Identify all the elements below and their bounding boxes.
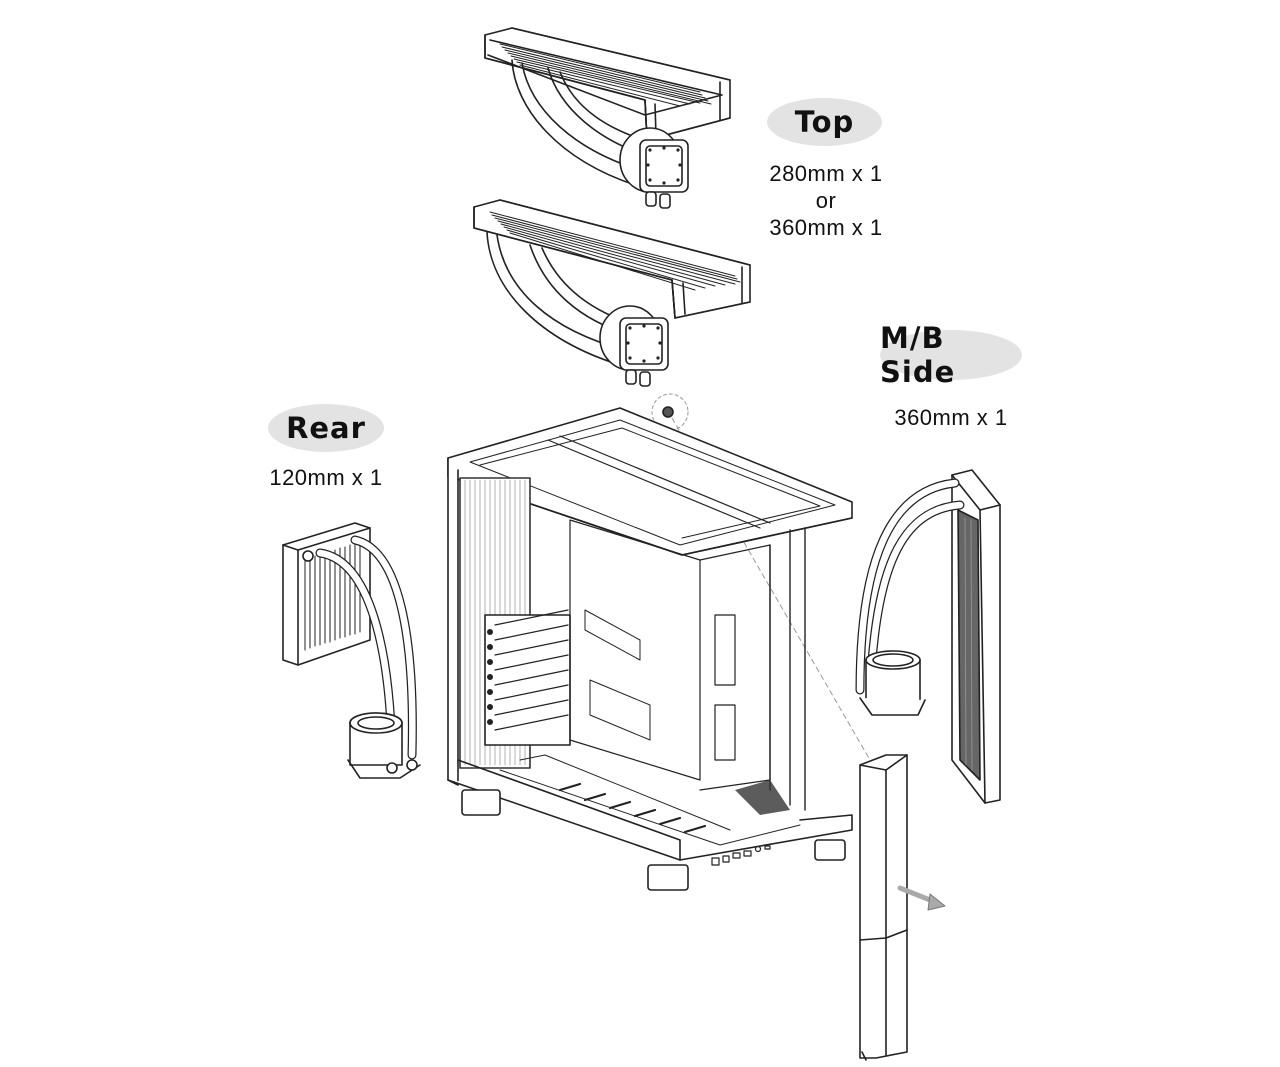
top-spec-line: or [815,188,837,213]
mb-side-badge-label: M/B Side [880,321,956,389]
pci-slots [484,609,571,746]
rear-badge-label: Rear [286,411,366,445]
rear-spec: 120mm x 1 [246,464,406,491]
top-spec-line: 280mm x 1 [769,161,883,186]
chassis [447,407,853,891]
side-radiator-360 [855,469,1001,804]
rear-spec-line: 120mm x 1 [269,465,383,490]
top-radiator-360 [473,199,751,387]
mb-side-spec: 360mm x 1 [870,404,1032,431]
top-spec: 280mm x 1 or 360mm x 1 [746,160,906,241]
top-badge: Top [767,98,882,146]
mb-side-spec-line: 360mm x 1 [894,405,1008,430]
mb-side-badge: M/B Side [880,321,1022,389]
top-badge-label: Top [794,105,855,139]
foot [647,864,689,891]
rear-radiator-120 [282,522,421,779]
foot [461,789,501,816]
rear-badge: Rear [268,404,384,452]
front-pillar [859,754,908,1061]
top-radiator-280 [484,27,731,209]
front-io-ports [711,845,771,866]
foot [814,839,846,861]
top-spec-line: 360mm x 1 [769,215,883,240]
removal-arrow [897,885,946,911]
